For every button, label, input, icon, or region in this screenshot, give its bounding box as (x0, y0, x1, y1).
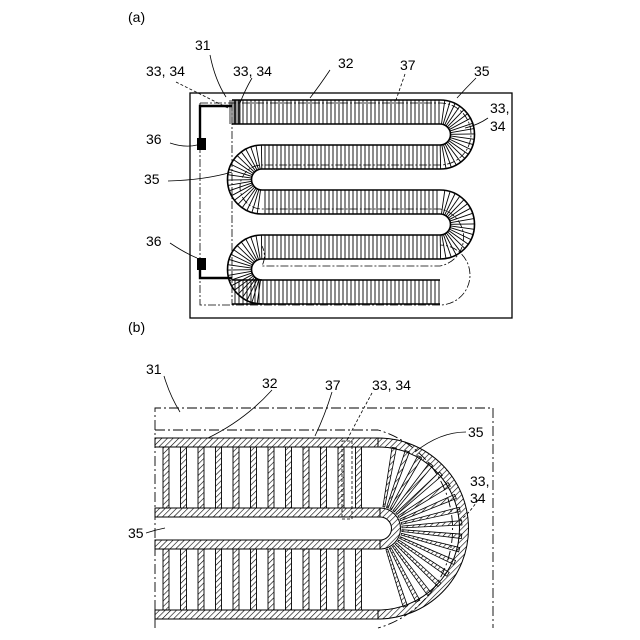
rung-b (321, 549, 327, 610)
label-37: 37 (400, 57, 416, 73)
rung-b (303, 447, 309, 508)
label-33-right: 33, (490, 100, 509, 116)
rung-b (198, 447, 204, 508)
rung-b (303, 549, 309, 610)
rung-b (181, 549, 187, 610)
rung-b (321, 447, 327, 508)
label-37-b: 37 (325, 377, 341, 393)
rung-b (233, 549, 239, 610)
electrode-rungs-b (163, 447, 362, 610)
label-31: 31 (195, 37, 211, 53)
bend-inner (440, 124, 451, 145)
rung-b (251, 447, 257, 508)
rung-b (251, 549, 257, 610)
bend-inner (252, 169, 263, 190)
label-32-b: 32 (262, 375, 278, 391)
label-35-left-b: 35 (128, 525, 144, 541)
label-31-b: 31 (146, 361, 162, 377)
electrode-36-bottom (197, 258, 206, 270)
rung-b (163, 549, 169, 610)
label-34-right-b: 34 (470, 490, 486, 506)
lead-top (200, 106, 232, 142)
rung-b (163, 447, 169, 508)
rung-b (286, 549, 292, 610)
rung-b (286, 447, 292, 508)
bend-rung (228, 271, 252, 275)
rung-b (216, 549, 222, 610)
figure-b: (b) 31 32 3 (128, 319, 493, 628)
label-33-right-b: 33, (470, 473, 489, 489)
rung-b (338, 549, 344, 610)
label-35-left: 35 (144, 171, 160, 187)
label-36-top: 36 (146, 131, 162, 147)
bend-rung (450, 219, 474, 223)
electrode-36-top (197, 138, 206, 150)
rung-b (198, 549, 204, 610)
rung-b (268, 549, 274, 610)
rung-b (268, 447, 274, 508)
rung-b (233, 447, 239, 508)
rung-b (181, 447, 187, 508)
bend-rung (256, 236, 260, 260)
panel-b-label: (b) (128, 319, 145, 335)
label-36-bottom: 36 (146, 233, 162, 249)
rung-b (356, 549, 362, 610)
panel-a-label: (a) (128, 9, 145, 25)
bend-inner (440, 214, 451, 235)
rung-b (356, 447, 362, 508)
rung-b (338, 447, 344, 508)
label-33-34-left: 33, 34 (146, 63, 185, 79)
label-33-34-b: 33, 34 (372, 377, 411, 393)
label-32: 32 (338, 55, 354, 71)
label-34-right: 34 (490, 118, 506, 134)
bend-rung (442, 235, 446, 259)
serpentine-channel-32 (228, 100, 475, 304)
boundary-37 (200, 103, 471, 305)
rung-b (216, 447, 222, 508)
figure-a: (a) 31 33, 34 33, 34 32 3 (128, 9, 512, 318)
label-35-right-b: 35 (468, 424, 484, 440)
label-35-top: 35 (474, 63, 490, 79)
label-33-34-top: 33, 34 (233, 63, 272, 79)
bend-inner (252, 259, 263, 280)
